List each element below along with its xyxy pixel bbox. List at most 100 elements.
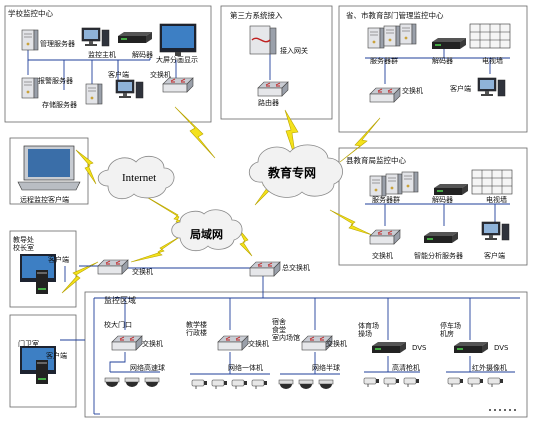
zone2-bottom-label: 网络一体机 xyxy=(228,364,263,372)
zone4-bottom-label: 高清枪机 xyxy=(392,364,420,372)
zone2-switch-label: 交换机 xyxy=(248,340,269,348)
prov-server-3-icon xyxy=(399,23,417,45)
box-cam-icon xyxy=(191,379,208,390)
mgmt-server-label: 管理服务器 xyxy=(40,40,75,48)
lightning-links xyxy=(61,106,381,294)
ir-cam-icon xyxy=(487,377,504,388)
school-client-label: 客户端 xyxy=(108,71,129,79)
dome-cam-icon xyxy=(124,377,140,388)
ir-cam-icon xyxy=(467,377,484,388)
dome-cam-icon xyxy=(104,377,120,388)
half-dome-icon xyxy=(278,379,294,390)
office1-client-label: 客户端 xyxy=(48,256,69,264)
dist-client-icon xyxy=(481,221,510,241)
zone5-dvs-label: DVS xyxy=(494,344,509,352)
prov-server-2-icon xyxy=(383,25,401,47)
school-switch-icon xyxy=(162,77,194,93)
lan-cloud xyxy=(171,209,243,252)
left-switch-label: 交换机 xyxy=(132,268,153,276)
mgmt-server-icon xyxy=(21,29,39,51)
school-client-icon xyxy=(115,79,144,99)
tv-wall-prov-icon xyxy=(469,23,511,49)
decoder-icon xyxy=(118,32,152,43)
gateway-label: 接入网关 xyxy=(280,47,308,55)
prov-tvwall-label: 电视墙 xyxy=(482,57,503,65)
zone1-bottom-label: 网络高速球 xyxy=(130,364,165,372)
box-cam-icon xyxy=(231,379,248,390)
prov-server-1-icon xyxy=(367,27,385,49)
zone5-cameras xyxy=(447,377,504,388)
hd-cam-icon xyxy=(383,377,400,388)
tv-wall-dist-icon xyxy=(471,169,513,195)
third-party-title: 第三方系统接入 xyxy=(230,11,283,20)
dist-client-label: 客户端 xyxy=(484,252,505,260)
box-cam-icon xyxy=(211,379,228,390)
zone1-switch-label: 交换机 xyxy=(142,340,163,348)
prov-decoder-icon xyxy=(432,38,466,49)
prov-switch-icon xyxy=(369,87,401,103)
core-switch-icon xyxy=(249,261,281,277)
office1-pc-icon xyxy=(20,254,56,294)
dist-decoder-label: 解码器 xyxy=(432,196,453,204)
ir-cam-icon xyxy=(447,377,464,388)
dist-servers-label: 服务器群 xyxy=(372,196,400,204)
zone4-dvs-icon xyxy=(372,342,406,353)
edu-net-label: 教育专网 xyxy=(268,166,317,180)
control-host-label: 监控主机 xyxy=(88,51,116,59)
router-icon xyxy=(257,81,289,97)
dist-server-1-icon xyxy=(369,175,387,197)
core-switch-label: 总交换机 xyxy=(282,264,310,272)
decoder-label: 解码器 xyxy=(132,51,153,59)
hd-cam-icon xyxy=(363,377,380,388)
alarm-server-icon xyxy=(21,77,39,99)
tv-wall-label: 大屏分画显示 xyxy=(156,56,198,64)
remote-client-label: 远程监控客户端 xyxy=(20,196,69,204)
gateway-icon xyxy=(249,25,277,55)
zone1-title: 校大门口 xyxy=(104,321,132,329)
office2-client-label: 客户端 xyxy=(46,352,67,360)
lan-label: 局域网 xyxy=(190,228,223,241)
school-center-title: 学校监控中心 xyxy=(8,9,53,18)
storage-server-label: 存储服务器 xyxy=(42,101,77,109)
control-host-icon xyxy=(81,27,110,47)
prov-decoder-label: 解码器 xyxy=(432,57,453,65)
office1-title: 教导处 校长室 xyxy=(13,236,34,252)
zone3-switch-label: 交换机 xyxy=(326,340,347,348)
left-switch-icon xyxy=(97,259,129,275)
dist-switch-icon xyxy=(369,229,401,245)
dist-decoder-icon xyxy=(434,184,468,195)
office2-title: 门卫室 xyxy=(18,340,39,348)
zone1-cameras xyxy=(104,377,160,388)
dome-cam-icon xyxy=(144,377,160,388)
dist-switch-label: 交换机 xyxy=(372,252,393,260)
internet-label: Internet xyxy=(122,172,157,184)
zone5-dvs-icon xyxy=(454,342,488,353)
office2-pc-icon xyxy=(20,346,56,384)
analysis-server-icon xyxy=(424,232,458,243)
zone3-cameras xyxy=(278,379,334,390)
edu-net-cloud xyxy=(249,144,343,198)
zone2-title: 教学楼 行政楼 xyxy=(186,321,207,337)
zone4-title: 体育场 操场 xyxy=(358,322,379,338)
zone3-title: 宿舍 食堂 室内场馆 xyxy=(272,318,300,342)
school-switch-label: 交换机 xyxy=(150,71,171,79)
prov-client-icon xyxy=(477,77,506,97)
dist-tvwall-label: 电视墙 xyxy=(486,196,507,204)
zone2-cameras xyxy=(191,379,268,390)
ellipsis-dots xyxy=(489,409,516,411)
prov-client-label: 客户端 xyxy=(450,85,471,93)
district-title: 县教育局监控中心 xyxy=(346,156,406,165)
zone4-cameras xyxy=(363,377,420,388)
provincial-title: 省、市教育部门管理监控中心 xyxy=(346,11,444,20)
dist-analysis-label: 智能分析服务器 xyxy=(414,252,463,260)
prov-switch-label: 交换机 xyxy=(402,87,423,95)
hd-cam-icon xyxy=(403,377,420,388)
big-screen-icon xyxy=(159,23,197,56)
dist-server-2-icon xyxy=(385,173,403,195)
blue-links xyxy=(27,48,520,415)
half-dome-icon xyxy=(318,379,334,390)
monitor-area-title: 监控区域 xyxy=(104,296,136,305)
zone5-bottom-label: 红外摄像机 xyxy=(472,364,507,372)
